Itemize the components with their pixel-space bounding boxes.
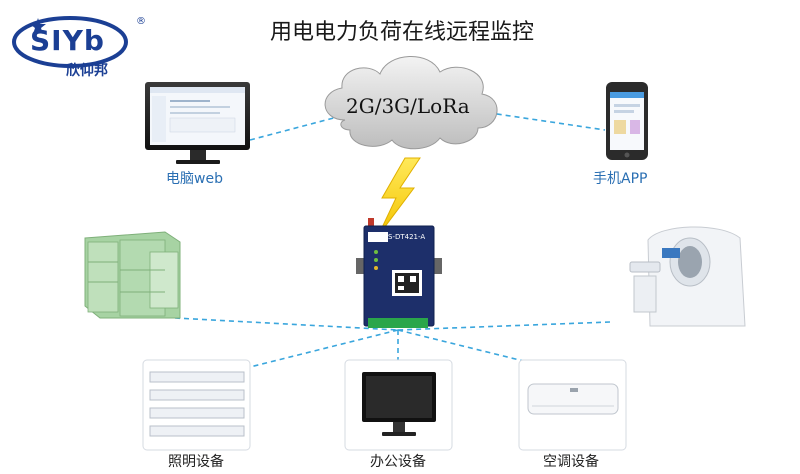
office-monitor-icon	[344, 359, 453, 451]
phone-icon	[606, 82, 648, 160]
device-model: S-DT421-A	[388, 233, 426, 241]
logo-text: SIYb	[30, 24, 105, 57]
logo-mark-icon	[12, 16, 128, 68]
brand-logo: SIYb ® 欣仰邦	[8, 10, 148, 80]
link-pc-cloud	[249, 114, 346, 141]
office-label: 办公设备	[370, 454, 426, 470]
link-lighting	[229, 329, 399, 373]
page-title: 用电电力负荷在线远程监控	[270, 20, 535, 45]
link-industrial	[174, 317, 399, 331]
phone-label: 手机APP	[593, 171, 648, 187]
air-conditioner-icon	[518, 359, 627, 451]
monitor-icon	[145, 82, 250, 164]
lightning-icon	[377, 157, 421, 237]
router-device	[356, 218, 442, 328]
registered-mark: ®	[136, 16, 146, 27]
cloud-label: 2G/3G/LoRa	[346, 94, 470, 118]
lighting-label: 照明设备	[168, 454, 224, 470]
lighting-icon	[142, 359, 251, 451]
pc-label: 电脑web	[166, 171, 223, 187]
industrial-equipment-icon	[84, 231, 181, 319]
brand-chinese-name: 欣仰邦	[66, 63, 108, 79]
medical-scanner-icon	[629, 226, 746, 327]
aircon-label: 空调设备	[543, 454, 599, 470]
cloud-icon	[324, 56, 498, 150]
